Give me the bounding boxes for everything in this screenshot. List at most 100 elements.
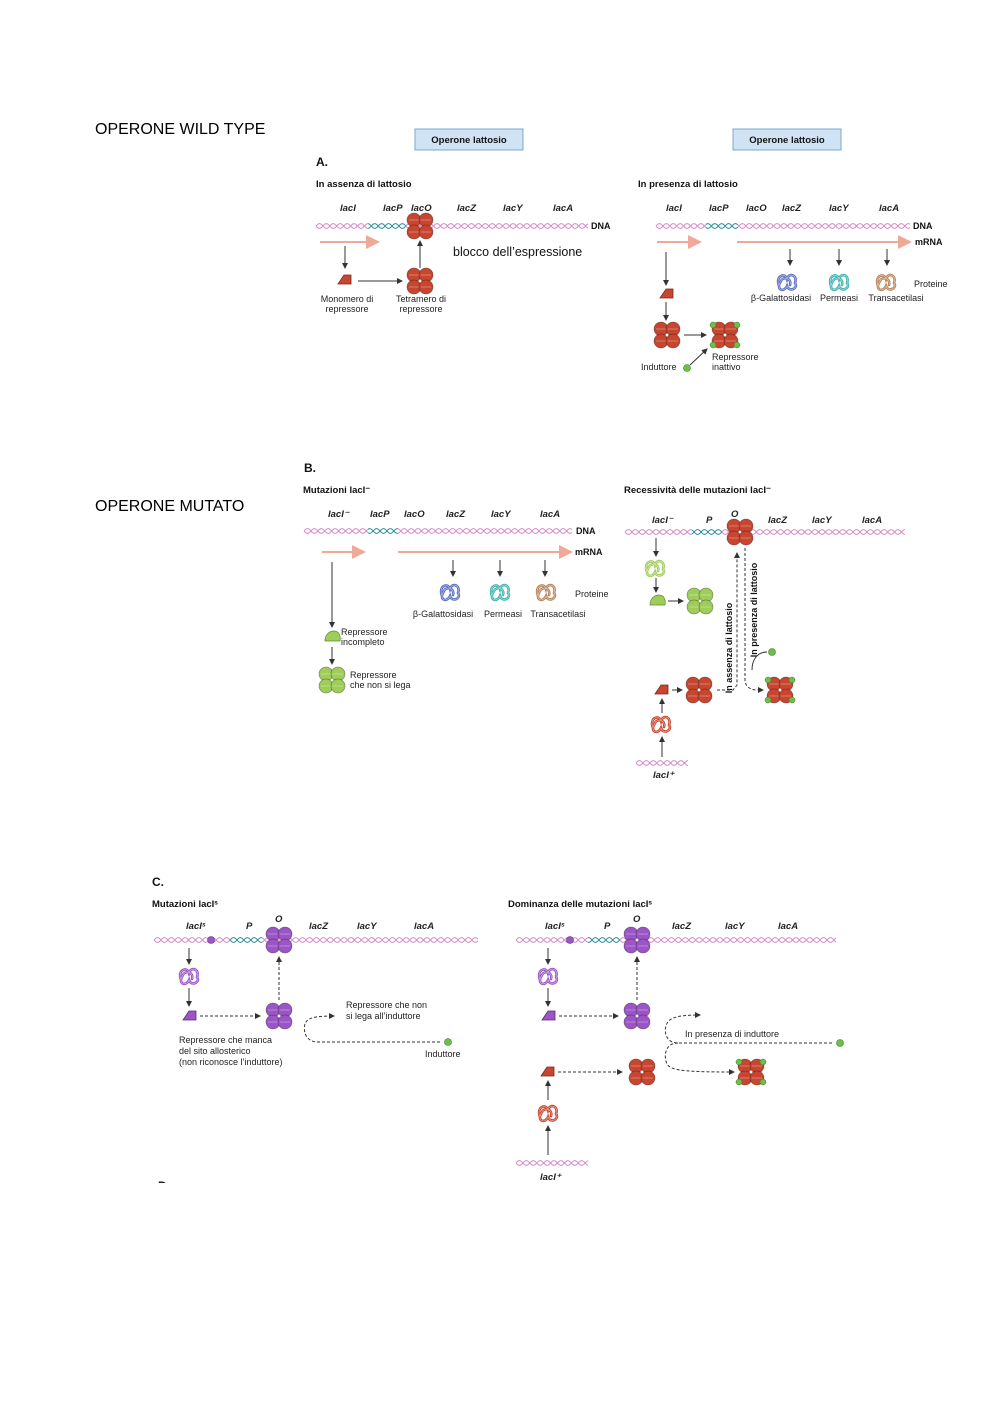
c-left-header: Mutazioni lacIˢ [152, 899, 218, 910]
a-right-dna-label: DNA [913, 221, 933, 231]
gene-label: lacY [725, 921, 746, 932]
gene-label: lacZ [672, 921, 692, 932]
flow-arrow [689, 348, 708, 366]
inducer-icon [768, 648, 776, 656]
repressor-monomer-icon [654, 684, 669, 695]
inactive-repressor-icon [764, 676, 796, 704]
bound-repressor-icon [726, 518, 754, 546]
repressor-tetramer-icon [685, 676, 713, 704]
incomplete-repressor-icon [324, 630, 341, 642]
gene-label: lacY [812, 515, 833, 526]
gene-label: lacA [414, 921, 434, 932]
incomplete-label: incompleto [341, 637, 385, 647]
transacetylase-protein-icon [875, 273, 897, 292]
mutated-title: OPERONE MUTATO [95, 498, 245, 515]
c-right-gene-labels: lacIˢ P O lacZ lacY lacA [545, 914, 798, 932]
b-right-header: Recessività delle mutazioni lacI⁻ [624, 485, 771, 496]
tetramer-label: repressore [399, 304, 442, 314]
inactive-repressor-icon [709, 321, 741, 349]
gene-label: lacP [370, 509, 390, 520]
nonbinding-label: Repressore [350, 670, 397, 680]
wildtype-protein-icon [650, 715, 672, 734]
gene-label: lacA [879, 203, 899, 214]
dna-strand [515, 1160, 589, 1166]
repressor-monomer-icon [337, 274, 352, 285]
inducer-icon [444, 1038, 452, 1046]
gene-label: lacA [862, 515, 882, 526]
b-right-gene-labels: lacI⁻ P O lacZ lacY lacA [652, 509, 882, 526]
page-cut-cover [150, 1183, 610, 1203]
gene-label: lacI⁺ [653, 770, 675, 781]
bound-repressor-icon [265, 926, 293, 954]
gene-label: lacZ [309, 921, 329, 932]
galactosidase-protein-icon [776, 273, 798, 292]
inactive-label: inattivo [712, 362, 741, 372]
a-right-header: In presenza di lattosio [638, 179, 738, 190]
gene-label: lacO [404, 509, 425, 520]
repressor-monomer-icon [541, 1010, 556, 1021]
missing-site-label: del sito allosterico [179, 1046, 251, 1056]
operon-box-right: Operone lattosio [732, 128, 842, 151]
inactive-label: Repressore [712, 352, 759, 362]
b-left-mrna-label: mRNA [575, 547, 603, 557]
gene-label: lacY [503, 203, 524, 214]
dna-strand [315, 223, 589, 229]
nonbinding-repressor-icon [686, 587, 714, 615]
gene-label: lacA [540, 509, 560, 520]
b-left-header: Mutazioni lacI⁻ [303, 485, 370, 496]
operon-box-left: Operone lattosio [414, 128, 524, 151]
permease-protein-icon [489, 583, 511, 602]
gene-label: lacY [491, 509, 512, 520]
incomplete-label: Repressore [341, 627, 388, 637]
mutant-protein-icon [537, 967, 559, 986]
nonbinding-label: si lega all’induttore [346, 1011, 421, 1021]
gene-label: O [633, 914, 641, 925]
mutation-marker-icon [566, 936, 574, 944]
inducer-path [664, 1042, 735, 1075]
c-left-gene-labels: lacIˢ P O lacZ lacY lacA [186, 914, 434, 932]
mutant-protein-icon [644, 559, 666, 578]
enzyme-label: β-Galattosidasi [751, 293, 811, 303]
nonbinding-repressor-icon [318, 666, 346, 694]
missing-site-label: Repressore che manca [179, 1035, 272, 1045]
mutant-protein-icon [178, 967, 200, 986]
gene-label: lacO [411, 203, 432, 214]
transacetylase-protein-icon [535, 583, 557, 602]
enzyme-label: Transacetilasi [530, 609, 585, 619]
a-left-gene-labels: lacI lacP lacO lacZ lacY lacA [340, 203, 573, 214]
gene-label: lacZ [768, 515, 788, 526]
inducer-label: Induttore [425, 1049, 461, 1059]
gene-label: P [246, 921, 253, 932]
galactosidase-protein-icon [439, 583, 461, 602]
gene-label: lacY [829, 203, 850, 214]
inducer-icon [836, 1039, 844, 1047]
inducer-icon [683, 364, 691, 372]
gene-label: lacIˢ [186, 921, 206, 932]
nonbinding-label: Repressore che non [346, 1000, 427, 1010]
gene-label: O [731, 509, 739, 520]
dna-strand [153, 937, 479, 943]
repressor-tetramer-icon [406, 267, 434, 295]
dna-strand [303, 528, 573, 534]
enzyme-label: Transacetilasi [868, 293, 923, 303]
dna-strand [624, 529, 906, 535]
gene-label: lacI⁻ [328, 509, 350, 520]
block-note: blocco dell’espressione [453, 245, 582, 259]
gene-label: lacA [778, 921, 798, 932]
permease-protein-icon [828, 273, 850, 292]
inactive-repressor-icon [735, 1058, 767, 1086]
monomer-label: repressore [325, 304, 368, 314]
gene-label: lacZ [446, 509, 466, 520]
repressor-tetramer-icon [265, 1002, 293, 1030]
repressor-tetramer-icon [623, 1002, 651, 1030]
gene-label: lacI [340, 203, 356, 214]
missing-site-label: (non riconosce l’induttore) [179, 1057, 283, 1067]
panel-a-label: A. [316, 155, 328, 169]
gene-label: lacY [357, 921, 378, 932]
b-left-proteins-label: Proteine [575, 589, 609, 599]
gene-label: lacP [709, 203, 729, 214]
enzyme-label: Permeasi [820, 293, 858, 303]
a-left-dna-label: DNA [591, 221, 611, 231]
presence-label: In presenza di lattosio [749, 562, 759, 657]
repressor-monomer-icon [182, 1010, 197, 1021]
